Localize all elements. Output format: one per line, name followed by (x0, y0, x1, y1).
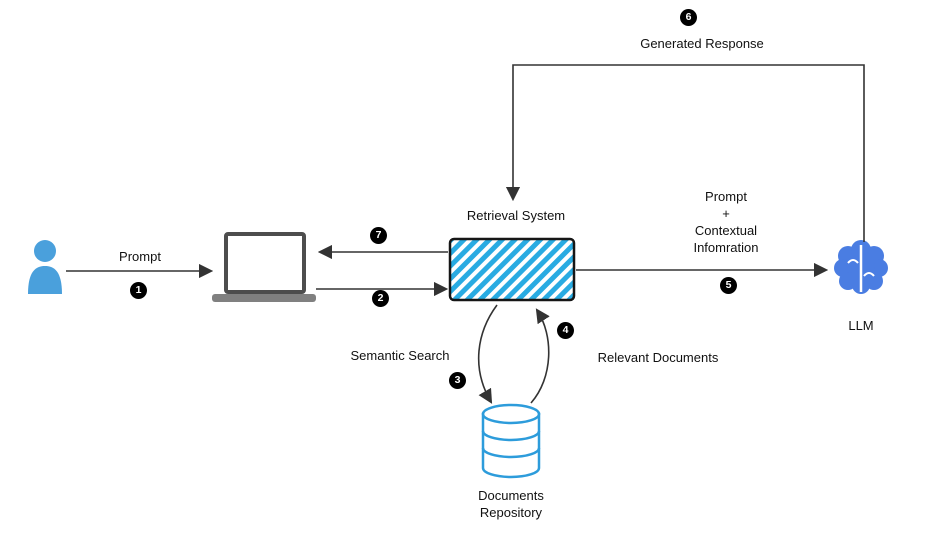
step-badge-2: 2 (372, 290, 389, 307)
step-badge-6: 6 (680, 9, 697, 26)
prompt-context-line3: Contextual (694, 223, 758, 238)
arrow-relevant-documents (530, 308, 550, 404)
database-cylinder-icon (481, 403, 541, 479)
prompt-context-line4: Infomration (693, 240, 759, 255)
relevant-documents-label: Relevant Documents (597, 350, 719, 365)
prompt-context-line2: + (722, 206, 730, 221)
brain-icon (834, 240, 888, 294)
prompt-context-line1: Prompt (705, 189, 747, 204)
documents-repository-line2: Repository (479, 505, 543, 520)
step-badge-7: 7 (370, 227, 387, 244)
step-badge-1: 1 (130, 282, 147, 299)
step-badge-5: 5 (720, 277, 737, 294)
step-badge-3: 3 (449, 372, 466, 389)
documents-repository-line1: Documents (478, 488, 544, 503)
step-badge-4: 4 (557, 322, 574, 339)
arrow-semantic-search (477, 304, 498, 404)
generated-response-label: Generated Response (640, 36, 764, 51)
retrieval-system-label: Retrieval System (466, 208, 566, 223)
arrow-generated-response (505, 64, 865, 242)
semantic-search-label: Semantic Search (350, 348, 450, 363)
llm-label: LLM (848, 318, 874, 333)
laptop-icon (212, 232, 316, 302)
documents-repository-label: Documents Repository (441, 487, 581, 521)
person-icon (28, 240, 62, 294)
hatched-box (448, 237, 576, 302)
prompt-context-label: Prompt + Contextual Infomration (656, 188, 796, 256)
prompt-label: Prompt (119, 249, 161, 264)
